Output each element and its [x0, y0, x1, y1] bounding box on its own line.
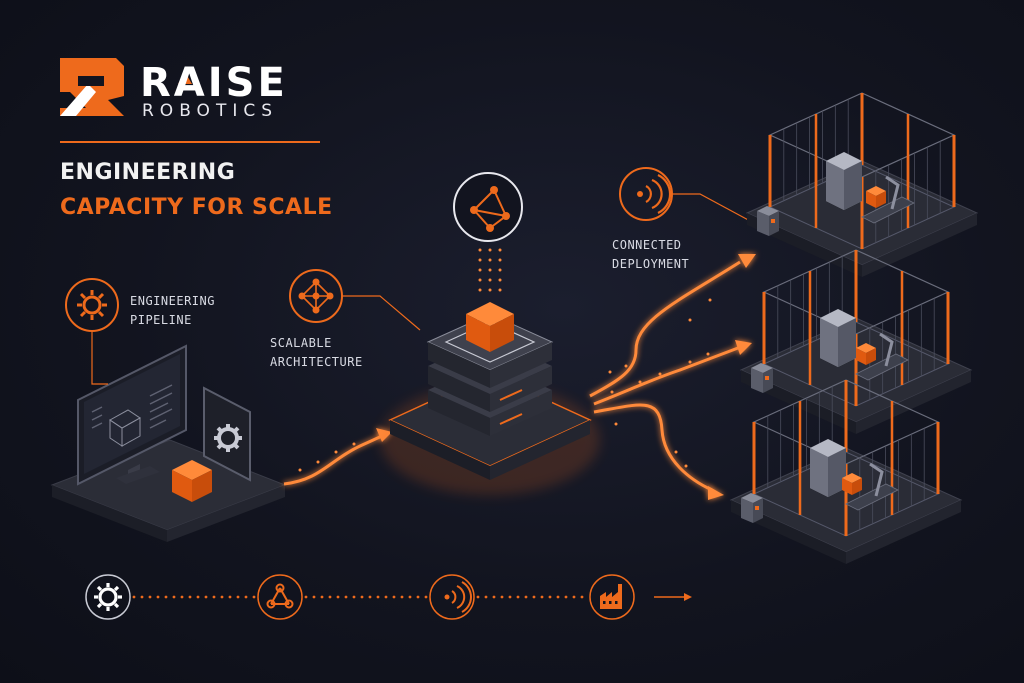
- data-stream-dots: [478, 248, 502, 292]
- bottom-flow-arrow: [654, 593, 692, 601]
- brand-a-accent: [178, 72, 192, 84]
- label-scalable-architecture-line1: SCALABLE: [270, 336, 332, 350]
- orange-cube-workstation: [172, 460, 212, 502]
- bottom-network-icon: [257, 574, 303, 620]
- bottom-flow: [85, 574, 692, 620]
- heading-line-2: CAPACITY FOR SCALE: [60, 195, 333, 220]
- label-scalable-architecture-line2: ARCHITECTURE: [270, 355, 363, 369]
- flow-arrows-to-cells: [589, 260, 741, 492]
- brand-subtitle: ROBOTICS: [142, 101, 278, 121]
- label-engineering-pipeline-line1: ENGINEERING: [130, 294, 215, 308]
- label-connected-deployment-line2: DEPLOYMENT: [612, 257, 690, 271]
- brand-name: RAISE: [140, 60, 288, 106]
- label-connected-deployment-line1: CONNECTED: [612, 238, 682, 252]
- bottom-factory-icon: [589, 574, 635, 620]
- r-logo-icon: [60, 58, 124, 116]
- arrowheads-to-cells: [708, 254, 756, 500]
- label-scalable-architecture: SCALABLE ARCHITECTURE: [270, 334, 363, 372]
- robotic-cell: [745, 92, 979, 277]
- bottom-flow-dots: [132, 595, 584, 599]
- gear-tablet: [203, 386, 251, 482]
- pipeline-connector: [91, 331, 108, 385]
- bottom-wireless-icon: [429, 574, 475, 620]
- gear-icon: [65, 278, 119, 332]
- orange-cube-server: [466, 302, 514, 352]
- label-connected-deployment: CONNECTED DEPLOYMENT: [612, 236, 689, 274]
- network-graph-icon: [453, 172, 523, 242]
- architecture-connector: [342, 295, 421, 331]
- monitor: [77, 344, 187, 486]
- brand-divider: [60, 141, 320, 143]
- flow-dots-to-cells: [608, 298, 712, 468]
- flow-arrow-to-server: [283, 428, 392, 486]
- robotic-cell: [729, 379, 963, 564]
- label-engineering-pipeline-line2: PIPELINE: [130, 313, 192, 327]
- flow-dots-to-server: [298, 442, 356, 472]
- label-engineering-pipeline: ENGINEERING PIPELINE: [130, 292, 215, 330]
- robotic-cell: [739, 249, 973, 434]
- bottom-gear-icon: [85, 574, 131, 620]
- heading-line-1: ENGINEERING: [60, 160, 236, 185]
- deployment-connector: [672, 193, 753, 223]
- network-nodes-icon: [289, 269, 343, 323]
- wireless-signal-icon: [619, 167, 673, 221]
